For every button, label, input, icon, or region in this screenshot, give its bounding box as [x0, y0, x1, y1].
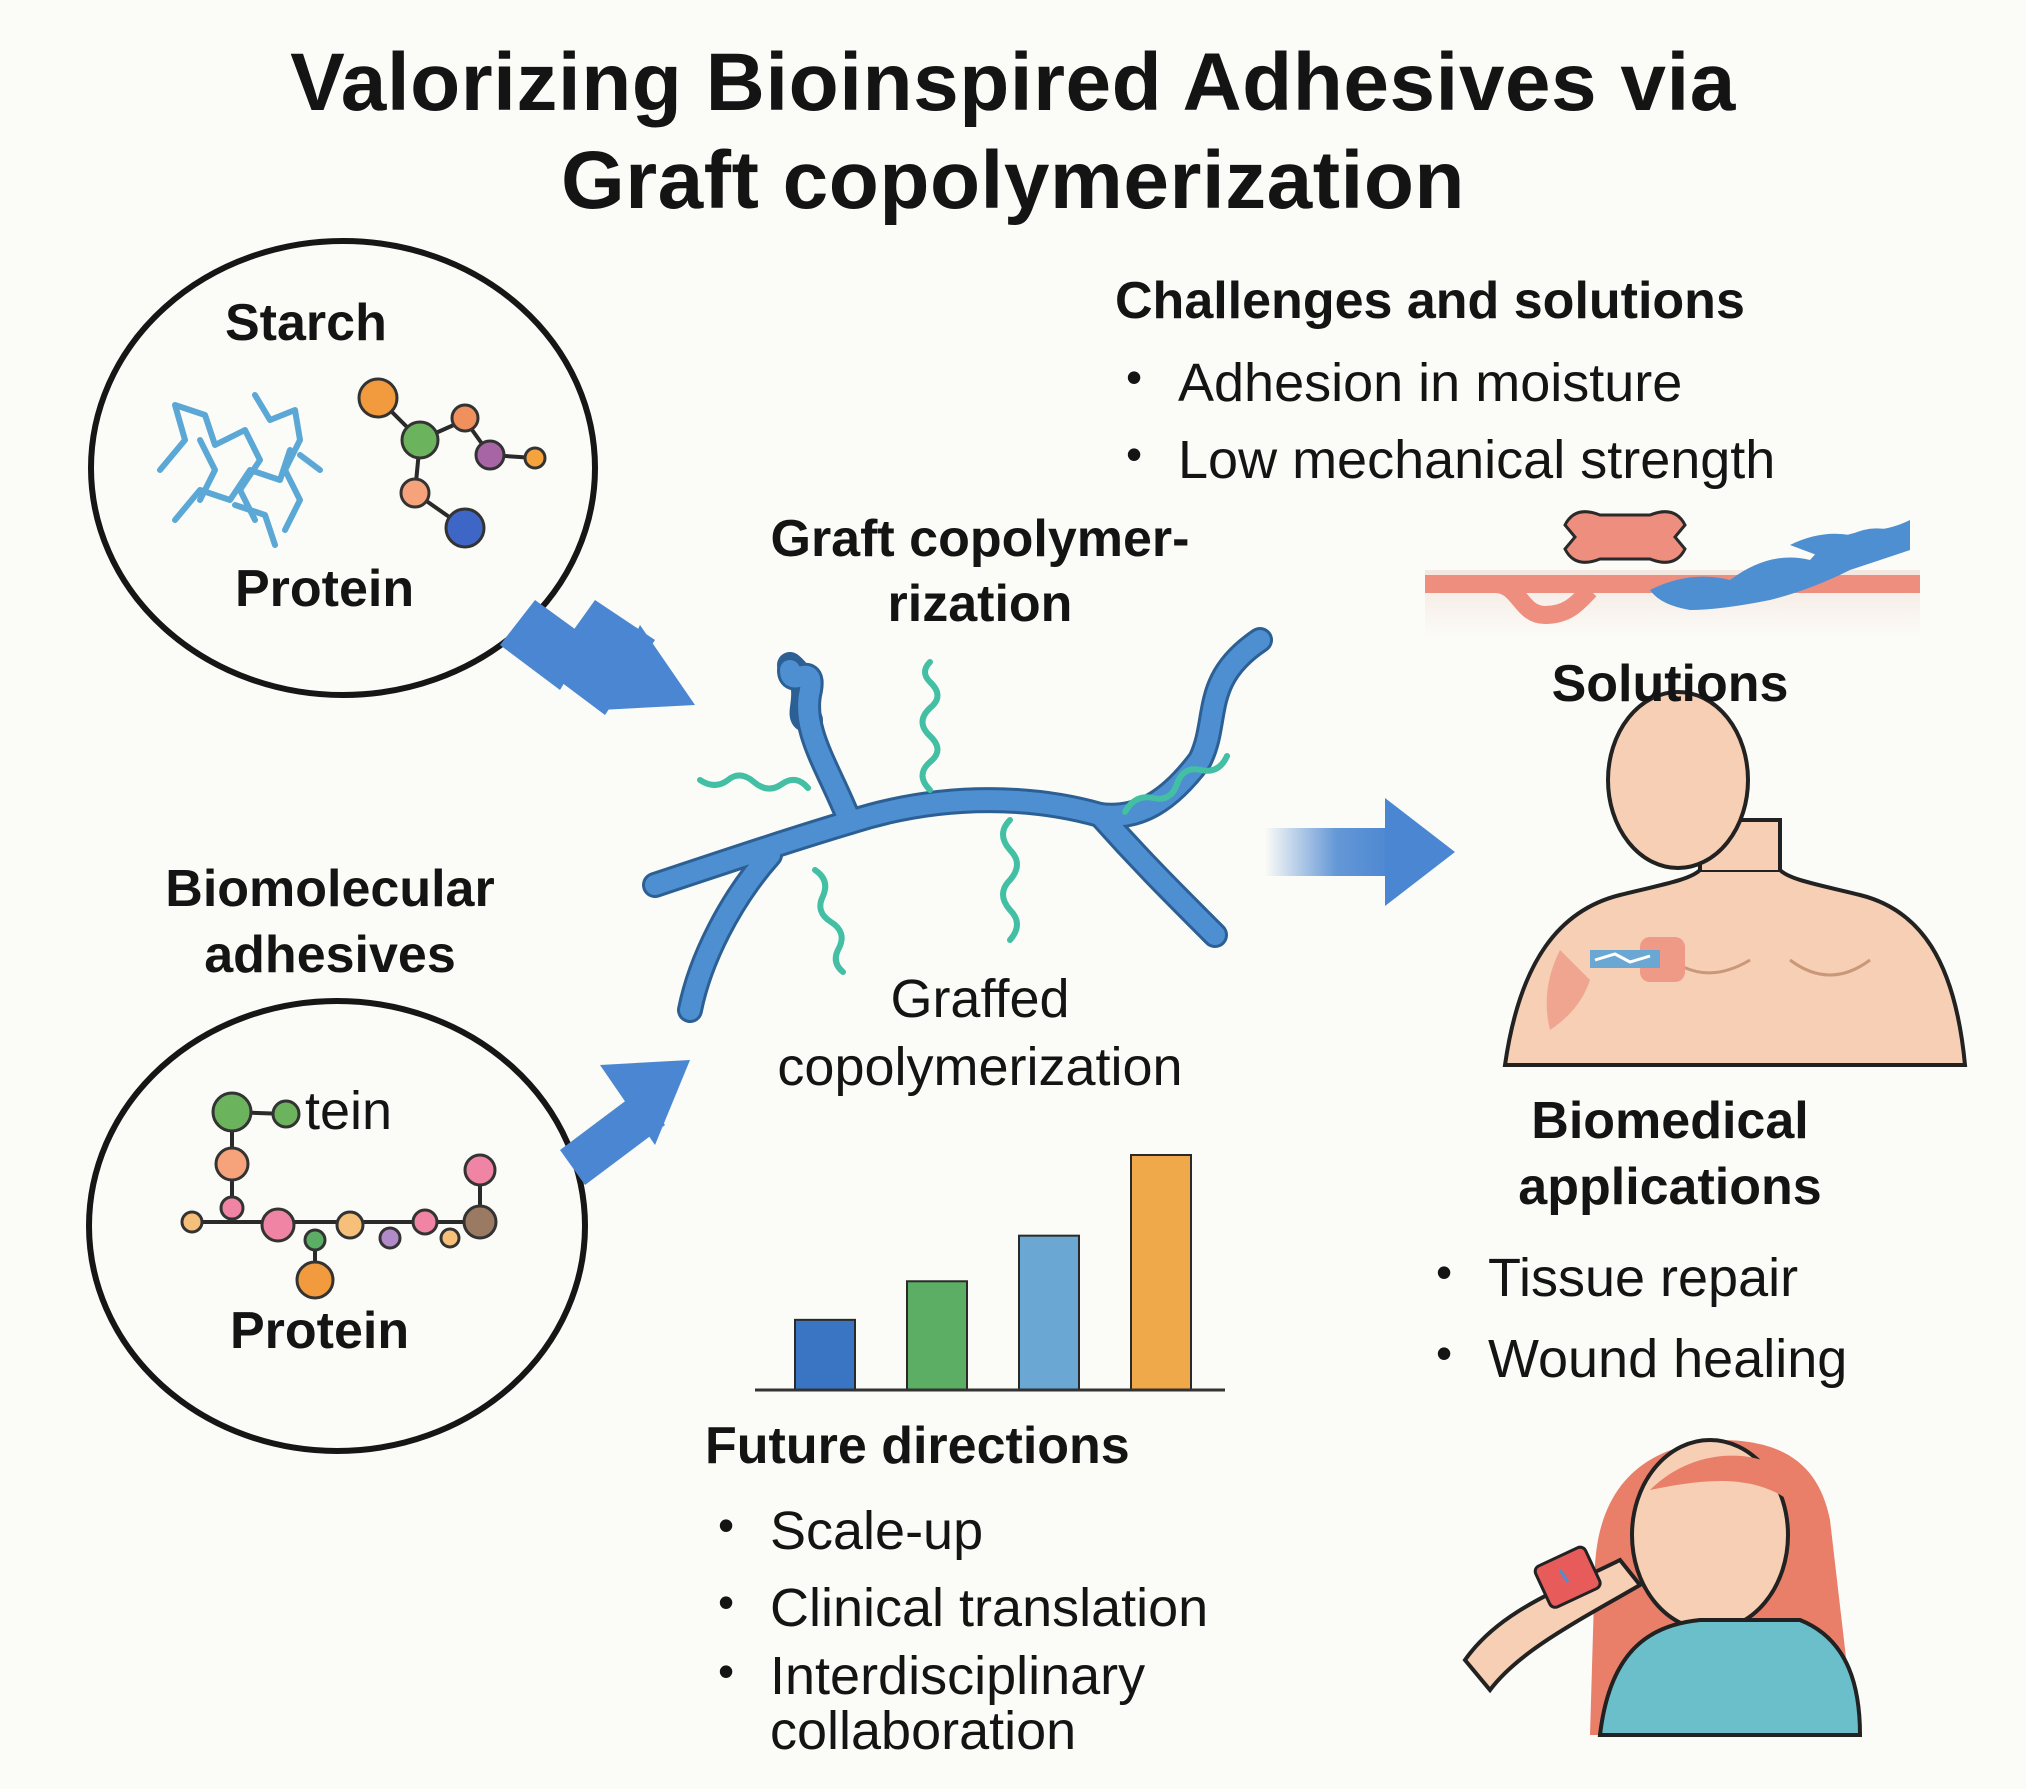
- biomolecular-heading-line1: Biomolecular: [165, 860, 495, 918]
- future-bar-chart: [755, 1154, 1225, 1392]
- starch-molecule-icon: [157, 392, 323, 548]
- starch-label: Starch: [225, 294, 387, 352]
- protein-chain-icon-top: [357, 377, 547, 549]
- biomedical-heading-line1: Biomedical: [1531, 1092, 1809, 1150]
- protein-label-bottom: Protein: [230, 1302, 410, 1360]
- bottom-circle: [86, 998, 588, 1454]
- bar-icon-bar: [794, 1318, 856, 1392]
- biomedical-list: Tissue repair Wound healing: [1430, 1238, 1847, 1400]
- challenge-item: Low mechanical strength: [1120, 422, 1775, 499]
- future-item-continuation: collaboration: [770, 1701, 1077, 1761]
- future-item: Scale-up: [712, 1493, 1208, 1570]
- graft-caption-line2: copolymerization: [777, 1037, 1183, 1097]
- woman-illustration: [1462, 1438, 1863, 1737]
- torso-illustration: [1502, 690, 1968, 1067]
- solutions-label: Solutions: [1551, 655, 1789, 713]
- challenges-list: Adhesion in moisture Low mechanical stre…: [1120, 345, 1775, 498]
- biomedical-item: Wound healing: [1430, 1319, 1847, 1400]
- challenge-item: Adhesion in moisture: [1120, 345, 1775, 422]
- graft-caption-line1: Graffed: [890, 969, 1070, 1029]
- graft-heading-line2: rization: [887, 575, 1073, 633]
- biomolecular-heading-line2: adhesives: [204, 926, 456, 984]
- future-heading: Future directions: [705, 1417, 1130, 1475]
- graft-heading-line1: Graft copolymer-: [770, 510, 1190, 568]
- bar-icon-bar: [1018, 1234, 1080, 1391]
- future-item: Clinical translation: [712, 1570, 1208, 1647]
- biomedical-heading-line2: applications: [1518, 1158, 1822, 1216]
- graft-copolymer-icon: [642, 627, 1273, 1023]
- top-circle: [88, 238, 598, 698]
- arrow-icon-top: [500, 600, 695, 715]
- protein-label-partial: tein: [305, 1081, 393, 1141]
- arrow-icon-right: [1265, 798, 1455, 906]
- adhesion-challenge-icon: [1425, 510, 1920, 635]
- bar-icon-bar: [906, 1280, 968, 1392]
- arrow-icon-bottom: [560, 1060, 690, 1185]
- protein-label-top: Protein: [235, 560, 415, 618]
- diagram-title-line1: Valorizing Bioinspired Adhesives via: [290, 37, 1736, 128]
- future-item: Interdisciplinary: [712, 1646, 1208, 1706]
- biomedical-item: Tissue repair: [1430, 1238, 1847, 1319]
- protein-chain-icon-bottom: [180, 1091, 498, 1300]
- bar-icon-bar: [1130, 1154, 1192, 1391]
- diagram-title-line2: Graft copolymerization: [560, 135, 1466, 226]
- challenges-heading: Challenges and solutions: [1115, 272, 1745, 330]
- future-list: Scale-up Clinical translation Interdisci…: [712, 1493, 1208, 1707]
